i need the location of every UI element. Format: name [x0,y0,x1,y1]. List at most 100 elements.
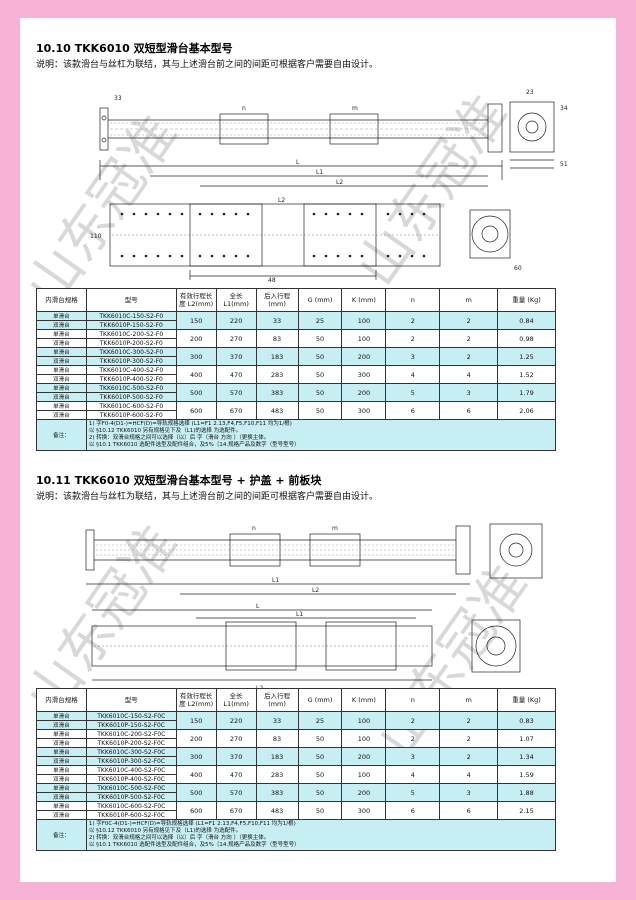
table-row: 单滑台 TKK6010C-150-S2-F0 150 220 33 25 100… [36,311,556,330]
table-row: 单滑台 TKK6010C-500-S2-F0C 500 570 383 50 2… [36,783,556,802]
table-cell: TKK6010C-500-S2-F0 [85,383,177,393]
table-row: 单滑台 TKK6010C-600-S2-F0 600 670 483 50 30… [36,401,556,420]
table-row: 单滑台 TKK6010C-400-S2-F0 400 470 283 50 30… [36,365,556,384]
table-cell: 3 [385,747,441,766]
table-cell: TKK6010C-600-S2-F0 [85,401,177,411]
remarks-label: 备注： [36,419,87,451]
remarks-cell: 1) 字F0C-4(D1-)=HCF(D)=导轨规格选择 (L1=F1 2.13… [85,819,557,851]
section-title: 10.11 TKK6010 双短型滑台基本型号 + 护盖 + 前板块 [36,474,322,487]
remark-line: 2) 转换：双滑台规格之间可以选择（以）后 字（滑台 方向 ）（更换主体。 [88,435,270,441]
table-cell: 300 [341,801,387,820]
table-cell: 470 [215,765,257,784]
table-cell: 500 [175,383,217,402]
table-cell: TKK6010P-500-S2-F0 [85,392,177,402]
table-cell: 单滑台 [36,383,87,393]
drawing-slide-side-view: 33 23 34 51 L L1 L2 n m [99,89,568,187]
table-cell: 双滑台 [36,738,87,748]
remark-line: 1) 字F0C-4(D1-)=HCF(D)=导轨规格选择 (L1=F1 2.13… [88,821,296,827]
table-cell: TKK6010P-400-S2-F0 [85,374,177,384]
table-cell: 单滑台 [36,401,87,411]
column-header: n [385,688,441,712]
table-cell: 150 [175,711,217,730]
remark-line: 以 §10.1 TKK6010 选配件选型及配件组合，及5%（14.规格产品及数… [88,842,300,848]
spec-table-10-10: 内滑台规格 型号 有效行程长度 L2(mm) 全长 L1(mm) 后入行程 (m… [36,288,557,451]
table-row: 单滑台 TKK6010C-200-S2-F0 200 270 83 50 100… [36,329,556,348]
table-cell: 6 [439,401,499,420]
table-cell: 0.83 [497,711,556,730]
table-header-row: 内滑台规格 型号 有效行程长度 L2(mm) 全长 L1(mm) 后入行程 (m… [36,688,556,712]
dim-label: 34 [560,105,568,112]
table-cell: 570 [215,383,257,402]
section-note: 说明：该款滑台与丝杠为联结，其与上述滑台前之间的间距可根据客户需要自由设计。 [36,492,379,502]
table-cell: 单滑台 [36,311,87,321]
table-cell: 5 [385,783,441,802]
table-cell: TKK6010C-200-S2-F0 [85,329,177,339]
dim-label: L1 [272,577,279,584]
table-row: 单滑台 TKK6010C-600-S2-F0C 600 670 483 50 3… [36,801,556,820]
dim-label: m [352,105,358,112]
dim-label: m [332,525,338,532]
table-cell: 2 [385,729,441,748]
table-cell: 3 [439,383,499,402]
table-cell: 2 [439,329,499,348]
column-header: n [385,288,441,312]
section-title: 10.10 TKK6010 双短型滑台基本型号 [36,42,233,55]
column-header: 重量 (Kg) [497,288,556,312]
dim-label: 51 [560,161,568,168]
table-cell: 2.15 [497,801,556,820]
column-header: m [439,688,499,712]
table-cell: 50 [297,765,343,784]
table-cell: TKK6010P-300-S2-F0C [85,756,177,766]
table-cell: 2 [439,711,499,730]
table-cell: 50 [297,347,343,366]
table-cell: 双滑台 [36,774,87,784]
table-cell: 25 [297,311,343,330]
table-cell: 4 [385,765,441,784]
table-cell: 2 [385,329,441,348]
section-10-10: 10.10 TKK6010 双短型滑台基本型号 说明：该款滑台与丝杠为联结，其与… [36,40,602,70]
dim-label: 33 [114,95,122,102]
table-cell: TKK6010P-200-S2-F0C [85,738,177,748]
dim-label: L2 [278,197,285,204]
dim-label: L [256,603,260,610]
table-row: 单滑台 TKK6010C-150-S2-F0C 150 220 33 25 10… [36,711,556,730]
table-cell: 双滑台 [36,792,87,802]
table-cell: TKK6010C-600-S2-F0C [85,801,177,811]
dim-label: L [296,159,300,166]
table-cell: 200 [175,329,217,348]
table-cell: 100 [341,765,387,784]
column-header: 重量 (Kg) [497,688,556,712]
table-row: 单滑台 TKK6010C-300-S2-F0 300 370 183 50 20… [36,347,556,366]
table-cell: TKK6010C-150-S2-F0 [85,311,177,321]
table-cell: 单滑台 [36,801,87,811]
table-cell: 2 [439,311,499,330]
table-cell: 2 [439,729,499,748]
table-cell: 1.25 [497,347,556,366]
table-cell: 300 [341,401,387,420]
catalog-page: 山东冠准 山东冠准 山东冠准 山东冠准 10.10 TKK6010 双短型滑台基… [20,18,616,882]
table-cell: TKK6010P-600-S2-F0 [85,410,177,420]
dim-label: 60 [514,265,522,272]
table-cell: 83 [255,329,299,348]
table-header-row: 内滑台规格 型号 有效行程长度 L2(mm) 全长 L1(mm) 后入行程 (m… [36,288,556,312]
spec-table-10-11: 内滑台规格 型号 有效行程长度 L2(mm) 全长 L1(mm) 后入行程 (m… [36,688,557,851]
table-cell: 单滑台 [36,765,87,775]
table-cell: TKK6010P-500-S2-F0C [85,792,177,802]
table-cell: 2 [385,711,441,730]
remarks-label: 备注： [36,819,87,851]
table-cell: 383 [255,783,299,802]
table-cell: 500 [175,783,217,802]
table-cell: 1.59 [497,765,556,784]
table-cell: TKK6010P-600-S2-F0C [85,810,177,820]
table-cell: 双滑台 [36,338,87,348]
column-header: 后入行程 (mm) [255,288,299,312]
remark-line: 2) 转换：双滑台规格之间可以选择（以）后 字（滑台 方向 ）（更换主体。 [88,835,270,841]
table-cell: 400 [175,765,217,784]
dim-label: 23 [526,89,534,96]
table-cell: 33 [255,311,299,330]
column-header: G (mm) [297,688,343,712]
table-cell: 双滑台 [36,374,87,384]
table-cell: TKK6010P-150-S2-F0 [85,320,177,330]
table-cell: 单滑台 [36,729,87,739]
table-cell: 100 [341,311,387,330]
